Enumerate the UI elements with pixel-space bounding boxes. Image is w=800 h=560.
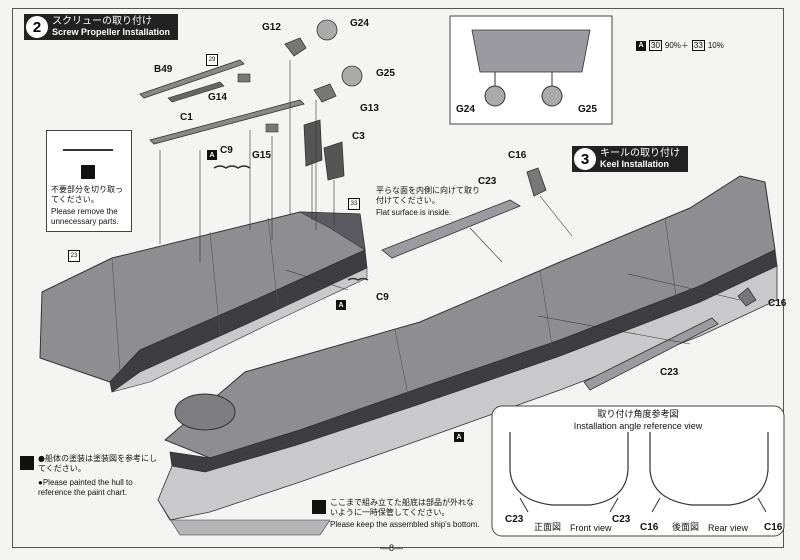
step3-number: 3 — [574, 148, 596, 170]
front-view-label-en: Front view — [570, 523, 612, 533]
color-key-n2: 33 — [691, 40, 705, 51]
part-label-c16-b: C16 — [768, 298, 787, 309]
part-label-g12: G12 — [262, 22, 281, 33]
badge-a-3: A — [454, 432, 464, 442]
part-label-g15: G15 — [252, 150, 271, 161]
color-key-badge: A — [636, 40, 646, 51]
part-label-g24: G24 — [350, 18, 369, 29]
part-label-c9-c: C9 — [376, 292, 389, 303]
badge-a-1: A — [207, 150, 217, 160]
paint-note-jp: ●船体の塗装は塗装図を参考にしてください。 — [38, 454, 157, 473]
rear-view-label-en: Rear view — [708, 523, 749, 533]
flat-surface-note-en: Flat surface is inside. — [376, 208, 452, 217]
inset-label-g24: G24 — [456, 104, 475, 115]
ref-label-c16-right: C16 — [764, 522, 783, 533]
part-label-c9-a: C9 — [220, 145, 233, 156]
part-label-c16-a: C16 — [508, 150, 527, 161]
paint-icon — [20, 456, 34, 470]
step3-title-en: Keel Installation — [600, 159, 670, 169]
c9-removal-box: 不要部分を切り取ってください。 Please remove the unnece… — [46, 130, 132, 232]
step2-title-jp: スクリューの取り付け — [52, 16, 152, 27]
reference-title-jp: 取り付け角度参考図 — [597, 410, 679, 420]
color-key-text: 90%＋ — [664, 41, 689, 50]
part-label-c3: C3 — [352, 131, 365, 142]
step2-number: 2 — [26, 16, 48, 38]
keep-note-en: Please keep the assembled ship's bottom. — [330, 520, 480, 529]
flat-surface-note-jp: 平らな面を内側に向けて取り付けてください。 — [376, 186, 480, 205]
badge-29: 29 — [206, 54, 218, 66]
guide-lines — [159, 60, 741, 345]
propeller-inset — [449, 15, 613, 125]
inset-label-g25: G25 — [578, 104, 597, 115]
keel-parts — [381, 167, 757, 391]
reference-title-en: Installation angle reference view — [573, 421, 703, 431]
ref-label-c16-left: C16 — [640, 522, 659, 533]
main-hull — [157, 175, 778, 536]
color-key-n1: 30 — [649, 40, 662, 51]
step3-title-jp: キールの取り付け — [600, 148, 680, 159]
badge-a-2: A — [336, 300, 346, 310]
ref-label-c23-left: C23 — [505, 514, 524, 525]
page-number: —8— — [380, 543, 404, 553]
step2-title-en: Screw Propeller Installation — [52, 27, 171, 37]
ref-label-c23-right: C23 — [612, 514, 631, 525]
paint-note-en: ●Please painted the hull to reference th… — [38, 478, 133, 497]
part-label-c23-a: C23 — [478, 176, 497, 187]
cut-icon — [81, 165, 95, 179]
c9-part-diagram — [63, 149, 113, 157]
keep-icon — [312, 500, 326, 514]
step2-header: 2 スクリューの取り付け Screw Propeller Installatio… — [24, 14, 179, 40]
part-label-g25: G25 — [376, 68, 395, 79]
c9-removal-note-en: Please remove the unnecessary parts. — [51, 207, 119, 226]
part-label-c1: C1 — [180, 112, 193, 123]
color-key-text2: 10% — [707, 41, 724, 50]
rear-view-label-jp: 後面図 — [672, 523, 700, 533]
part-label-c23-b: C23 — [660, 367, 679, 378]
step3-header: 3 キールの取り付け Keel Installation — [572, 146, 688, 172]
keep-note-jp: ここまで組み立てた船底は部品が外れないように一時保管してください。 — [330, 498, 474, 517]
propeller-parts — [139, 19, 369, 281]
reference-view-box — [491, 405, 785, 537]
stern-hull — [39, 211, 368, 393]
c9-removal-note-jp: 不要部分を切り取ってください。 — [51, 185, 123, 204]
badge-33: 33 — [348, 198, 360, 210]
color-key: A 30 90%＋ 33 10% — [636, 40, 724, 51]
part-label-g14: G14 — [208, 92, 227, 103]
part-label-g13: G13 — [360, 103, 379, 114]
front-view-label-jp: 正面図 — [534, 523, 562, 533]
badge-23: 23 — [68, 250, 80, 262]
part-label-b49: B49 — [154, 64, 173, 75]
page-border — [12, 8, 784, 548]
